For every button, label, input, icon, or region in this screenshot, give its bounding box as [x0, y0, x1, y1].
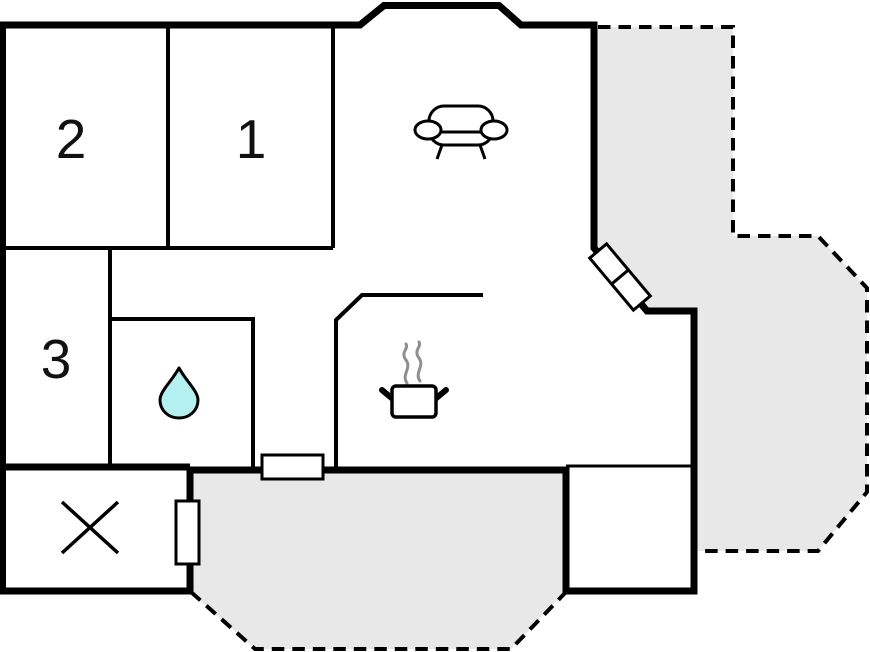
terrace-area-right [596, 27, 867, 551]
water-drop-shape [158, 366, 200, 420]
terrace-areas [190, 27, 867, 649]
sofa-leg-left [435, 144, 444, 160]
steam-line-right [415, 340, 423, 383]
terrace-area-bottom [190, 470, 566, 649]
room-label-3: 3 [41, 328, 72, 390]
interior-wall-kitchen [334, 293, 483, 470]
sofa-armrest-left [413, 119, 443, 141]
cross-mark-icon [60, 500, 120, 555]
terrace-border-right [598, 25, 869, 553]
water-drop-icon [158, 366, 200, 420]
window-diagonal-mullion [610, 268, 630, 286]
room-label-2: 2 [56, 108, 87, 170]
walls [0, 1, 698, 595]
window-bottom [260, 453, 325, 481]
interior-wall-bathroom [110, 317, 255, 470]
sofa-leg-right [478, 144, 487, 160]
room-labels: 2 1 3 [41, 108, 267, 390]
sofa-armrest-right [479, 119, 509, 141]
sofa-icon [413, 104, 509, 160]
entrance-door [174, 499, 201, 566]
terrace-borders [189, 25, 869, 651]
openings [174, 241, 653, 566]
pot-body [390, 384, 438, 419]
cross-line-2 [60, 500, 120, 555]
room-label-1: 1 [236, 108, 267, 170]
terrace-border-bottom [189, 590, 568, 651]
steam-line-left [402, 342, 410, 385]
window-diagonal [587, 241, 653, 313]
cooking-pot-icon [379, 340, 449, 419]
